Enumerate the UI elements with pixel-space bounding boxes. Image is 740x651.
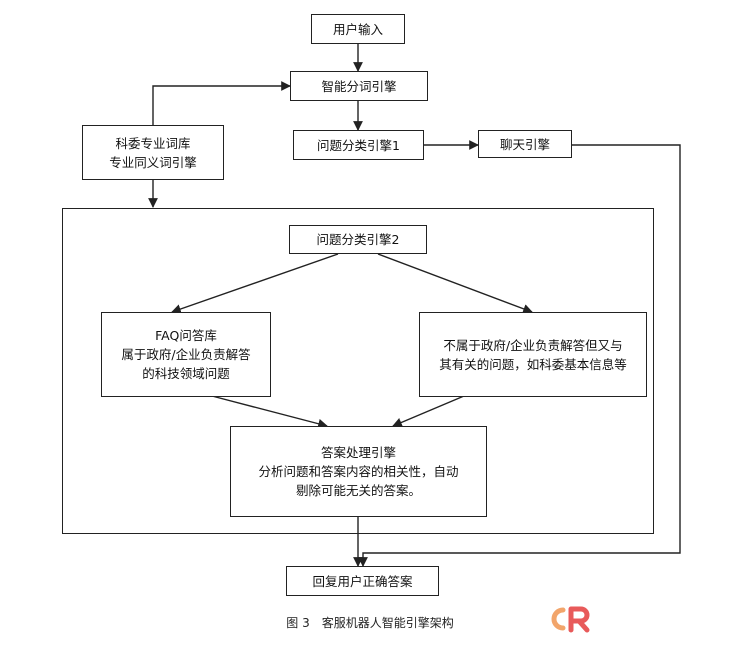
node-thesaurus: 科委专业词库 专业同义词引擎 (82, 125, 224, 180)
node-smart-segmenter: 智能分词引擎 (290, 71, 428, 101)
edge-classifier2-to-other (377, 253, 533, 314)
node-user-input: 用户输入 (311, 14, 405, 44)
edge-classifier2-to-faq (171, 253, 339, 314)
node-thesaurus-line2: 专业同义词引擎 (109, 154, 197, 170)
node-chat-engine: 聊天引擎 (478, 130, 572, 158)
node-answer-line1: 答案处理引擎 (320, 445, 396, 460)
cr-logo-icon (551, 606, 590, 633)
edge-thesaurus-to-segmenter (152, 81, 291, 125)
node-faq-line2: 属于政府/企业负责解答 (121, 347, 251, 362)
node-faq-library: FAQ问答库 属于政府/企业负责解答 的科技领域问题 (101, 312, 271, 397)
figure-caption: 图 3 客服机器人智能引擎架构 (286, 616, 454, 630)
node-classifier1-label: 问题分类引擎1 (317, 137, 400, 153)
node-answer-line2: 分析问题和答案内容的相关性，自动 (258, 464, 459, 479)
node-answer-engine: 答案处理引擎 分析问题和答案内容的相关性，自动 剔除可能无关的答案。 (230, 426, 487, 517)
node-user-input-label: 用户输入 (332, 21, 383, 37)
node-other-line1: 不属于政府/企业负责解答但又与 (443, 337, 623, 353)
node-chat-engine-label: 聊天引擎 (499, 136, 550, 152)
edge-chat-to-reply (358, 144, 681, 567)
node-classifier2-label: 问题分类引擎2 (316, 232, 400, 247)
node-classifier1: 问题分类引擎1 (293, 130, 424, 160)
node-reply-label: 回复用户正确答案 (312, 573, 413, 589)
node-thesaurus-line1: 科委专业词库 (115, 135, 191, 151)
node-reply: 回复用户正确答案 (286, 566, 439, 596)
node-other-line2: 其有关的问题，如科委基本信息等 (439, 356, 627, 372)
node-faq-line3: 的科技领域问题 (142, 366, 230, 381)
node-classifier2: 问题分类引擎2 (289, 225, 427, 254)
edge-faq-to-answer (211, 395, 328, 429)
node-answer-line3: 剔除可能无关的答案。 (295, 483, 421, 498)
edge-other-to-answer (392, 395, 465, 428)
node-other-questions: 不属于政府/企业负责解答但又与 其有关的问题，如科委基本信息等 (419, 312, 647, 397)
node-faq-line1: FAQ问答库 (155, 328, 217, 343)
engine-group-frame (62, 208, 654, 534)
node-smart-segmenter-label: 智能分词引擎 (321, 78, 397, 94)
